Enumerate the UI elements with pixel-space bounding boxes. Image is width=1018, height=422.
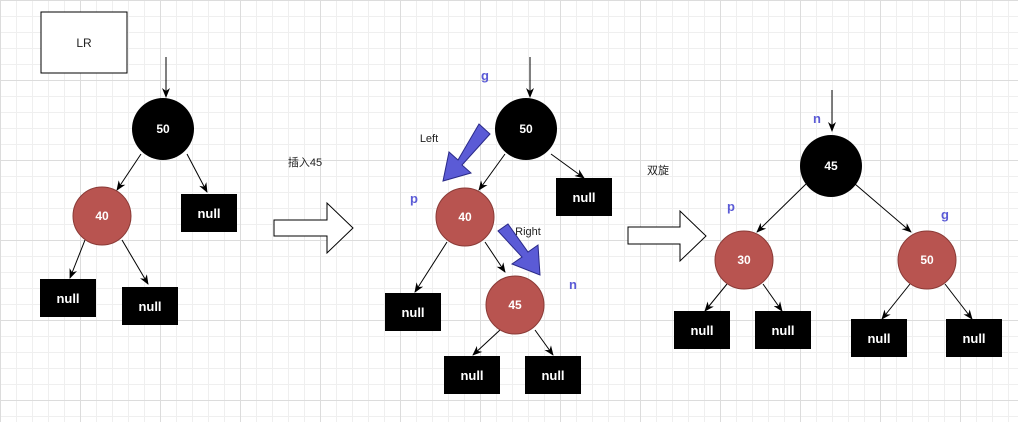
role-label-n: n — [569, 277, 577, 292]
right-label: Right — [515, 226, 541, 238]
svg-text:null: null — [56, 291, 79, 306]
stage1-tree: 50 40 null null null — [40, 57, 237, 325]
node-value: 30 — [737, 253, 751, 267]
role-label-g: g — [481, 68, 489, 83]
stage3-tree: 45 30 50 null null null null n p g — [674, 90, 1002, 357]
svg-text:null: null — [962, 331, 985, 346]
svg-text:null: null — [541, 368, 564, 383]
null-leaf: null — [755, 311, 811, 349]
null-leaf: null — [40, 279, 96, 317]
edge — [121, 239, 149, 285]
edge — [534, 329, 554, 356]
node-value: 40 — [95, 209, 109, 223]
role-label-p: p — [727, 199, 735, 214]
role-label-g: g — [941, 207, 949, 222]
edge — [550, 153, 585, 179]
transition-arrow — [273, 201, 354, 255]
null-leaf: null — [674, 311, 730, 349]
node-value: 45 — [508, 298, 522, 312]
right-rotation-arrow — [497, 223, 541, 276]
node-black: 50 — [495, 98, 557, 160]
edge — [762, 283, 783, 312]
svg-text:null: null — [690, 323, 713, 338]
node-black: 50 — [132, 98, 194, 160]
null-leaf: null — [181, 194, 237, 232]
edge — [69, 239, 86, 279]
node-value: 50 — [156, 122, 170, 136]
edge — [484, 241, 506, 273]
svg-text:null: null — [867, 331, 890, 346]
svg-text:null: null — [197, 206, 220, 221]
node-red: 40 — [435, 187, 495, 247]
edge — [186, 153, 208, 193]
node-red-new: 45 — [485, 275, 545, 335]
svg-text:null: null — [138, 299, 161, 314]
title-box: LR — [40, 11, 128, 74]
edge — [944, 283, 973, 320]
svg-text:null: null — [771, 323, 794, 338]
null-leaf: null — [385, 293, 441, 331]
svg-text:null: null — [401, 305, 424, 320]
edge — [756, 183, 807, 233]
null-leaf: null — [556, 178, 612, 216]
null-leaf: null — [444, 356, 500, 394]
double-rotation-label: 双旋 — [647, 163, 669, 177]
edge — [704, 283, 728, 312]
node-value: 45 — [824, 159, 838, 173]
role-label-p: p — [410, 191, 418, 206]
node-red: 30 — [714, 230, 774, 290]
svg-text:null: null — [572, 190, 595, 205]
edge — [478, 153, 506, 191]
transition-arrow — [627, 209, 707, 263]
left-rotation-arrow — [442, 123, 491, 182]
edge — [472, 329, 501, 356]
node-red: 50 — [897, 230, 957, 290]
null-leaf: null — [525, 356, 581, 394]
role-label-n: n — [813, 111, 821, 126]
node-value: 50 — [519, 122, 533, 136]
node-value: 50 — [920, 253, 934, 267]
stage2-tree: 50 null 40 null 45 null null Left — [385, 57, 612, 394]
node-black: 45 — [800, 135, 862, 197]
null-leaf: null — [851, 319, 907, 357]
insert-label: 插入45 — [288, 155, 322, 169]
edge — [116, 153, 142, 191]
left-label: Left — [420, 133, 438, 145]
edge — [881, 283, 911, 320]
svg-text:null: null — [460, 368, 483, 383]
node-red: 40 — [72, 186, 132, 246]
edge — [854, 183, 912, 233]
null-leaf: null — [946, 319, 1002, 357]
node-value: 40 — [458, 210, 472, 224]
null-leaf: null — [122, 287, 178, 325]
edge — [414, 241, 448, 293]
title-box-text: LR — [76, 36, 92, 50]
